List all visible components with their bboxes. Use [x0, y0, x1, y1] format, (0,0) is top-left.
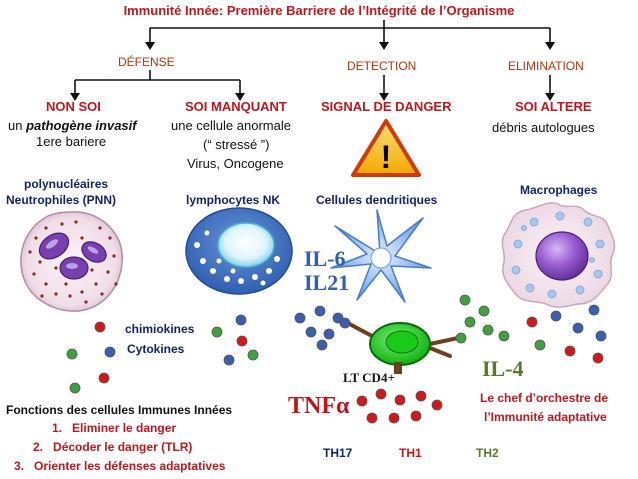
cytokine-dot: [388, 412, 400, 424]
th1-label: TH1: [399, 446, 422, 460]
cytokine-dot: [410, 410, 422, 422]
cytokine-dot: [66, 348, 78, 360]
cytokine-dot: [98, 372, 110, 384]
lt-cd4-cell: [340, 318, 460, 374]
macrophage-cell: [501, 202, 616, 308]
soi-manquant-line1: une cellule anormale: [171, 118, 291, 133]
chimiokines-label: chimiokines: [125, 322, 195, 336]
function-text: Décoder le danger (TLR): [53, 440, 193, 454]
dendritic-cell: [330, 209, 432, 303]
soi-manquant-line3: Virus, Oncogene: [187, 156, 284, 171]
cytokine-dot: [572, 322, 584, 334]
cytokine-dot: [94, 321, 106, 333]
cytokine-dot: [482, 324, 494, 336]
cytokine-dot: [550, 310, 562, 322]
th2-label: TH2: [476, 446, 499, 460]
cytokine-dot: [375, 388, 387, 400]
cytokine-dot: [314, 305, 326, 317]
cytokine-dot: [595, 330, 607, 342]
nk-lymphocyte-cell: [185, 207, 293, 295]
soi-manquant-line2: (“ stressé ”): [203, 137, 270, 152]
non-soi-pathogen: pathogène invasif: [26, 118, 137, 133]
dendritic-label: Cellules dendritiques: [316, 193, 438, 207]
function-num: 1.: [52, 421, 63, 435]
soi-altere-heading: SOI ALTERE: [515, 99, 592, 114]
cytokine-dot: [69, 382, 81, 394]
soi-altere-line1: débris autologues: [492, 120, 595, 135]
cytokine-dot: [588, 304, 600, 316]
signal-heading: SIGNAL DE DANGER: [321, 99, 452, 114]
function-item: 1. Eliminer le danger: [52, 421, 176, 435]
branch-detection: DETECTION: [347, 59, 417, 73]
cytokine-dot: [431, 399, 443, 411]
branch-defense: DÉFENSE: [118, 55, 175, 69]
function-text: Orienter les défenses adaptatives: [34, 459, 226, 473]
lt-cd4-label: LT CD4+: [343, 370, 395, 385]
cytokine-dot: [498, 330, 510, 342]
cytokine-dot: [294, 312, 306, 324]
cytokine-dot: [356, 395, 368, 407]
cytokine-dot: [339, 317, 351, 329]
warning-glyph: !: [381, 139, 392, 175]
pnn-label-line2: Neutrophiles (PNN): [6, 193, 117, 207]
chef-line1: Le chef d’orchestre de: [480, 391, 609, 405]
cytokine-dot: [235, 314, 247, 326]
branch-elimination: ELIMINATION: [508, 59, 584, 73]
function-text: Eliminer le danger: [72, 421, 177, 435]
function-num: 2.: [33, 440, 44, 454]
cytokine-dot: [415, 390, 427, 402]
pnn-label-line1: polynucléaires: [24, 177, 109, 191]
il6-label: IL-6: [304, 246, 346, 271]
nk-label: lymphocytes NK: [186, 193, 281, 207]
page-title: Immunité Innée: Première Barriere de l’I…: [123, 3, 515, 18]
cytokine-dot: [211, 326, 223, 338]
cytokine-dot: [526, 316, 538, 328]
function-item: 3. Orienter les défenses adaptatives: [14, 459, 225, 473]
il21-label: IL21: [304, 270, 350, 295]
neutrophil-cell: [20, 211, 123, 312]
chef-line2: l’Immunité adaptative: [484, 410, 607, 424]
cytokine-dot: [104, 346, 116, 358]
cytokine-dot: [464, 316, 476, 328]
cytokine-dot: [323, 328, 335, 340]
cytokine-dot: [592, 352, 604, 364]
cytokine-dot: [455, 332, 467, 344]
cytokine-dot: [236, 335, 248, 347]
cytokine-dot: [534, 339, 546, 351]
non-soi-line2: 1ere bariere: [36, 134, 107, 149]
function-item: 2. Décoder le danger (TLR): [33, 440, 192, 454]
cytokine-dot: [459, 294, 471, 306]
cytokine-dot: [305, 326, 317, 338]
il4-label: IL-4: [482, 356, 524, 381]
warning-triangle-icon: !: [351, 119, 421, 177]
cytokine-dot: [394, 394, 406, 406]
cytokine-dot: [223, 354, 235, 366]
macrophages-label: Macrophages: [520, 183, 598, 197]
th17-label: TH17: [323, 446, 353, 460]
cytokine-dot: [564, 345, 576, 357]
non-soi-prefix: un: [8, 118, 27, 133]
cytokine-dot: [478, 305, 490, 317]
function-num: 3.: [14, 459, 25, 473]
cytokine-dot: [316, 339, 328, 351]
tnfa-label: TNFα: [288, 393, 350, 419]
non-soi-heading: NON SOI: [46, 99, 101, 114]
cytokine-dot: [366, 412, 378, 424]
cytokine-dot: [247, 349, 259, 361]
functions-heading: Fonctions des cellules Immunes Innées: [6, 403, 233, 417]
non-soi-line1: un pathogène invasif: [8, 118, 137, 133]
soi-manquant-heading: SOI MANQUANT: [185, 99, 287, 114]
cytokines-label: Cytokines: [127, 342, 185, 356]
